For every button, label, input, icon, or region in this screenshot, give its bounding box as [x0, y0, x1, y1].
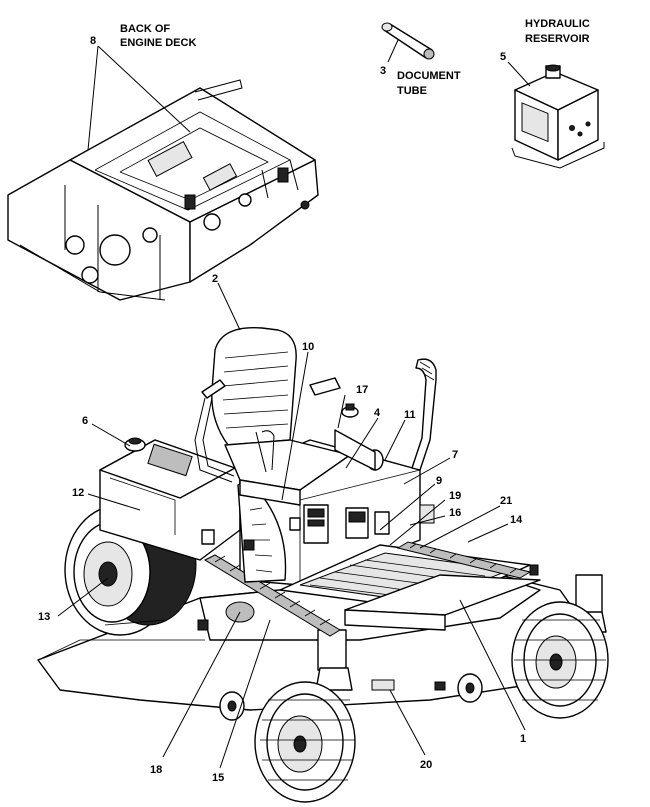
caption-hydraulic-reservoir-line1: HYDRAULIC [525, 18, 590, 30]
callout-11: 11 [404, 409, 416, 421]
callout-13: 13 [38, 611, 50, 623]
mower-drawing [37, 326, 609, 803]
callout-18: 18 [150, 764, 162, 776]
engine-deck-drawing [7, 79, 319, 301]
callout-20: 20 [420, 759, 432, 771]
callout-3: 3 [380, 65, 386, 77]
callout-16: 16 [449, 507, 461, 519]
callout-19: 19 [449, 490, 461, 502]
callout-9: 9 [436, 475, 442, 487]
callout-21: 21 [500, 495, 512, 507]
caption-hydraulic-reservoir-line2: RESERVOIR [525, 33, 590, 45]
caption-back-of-engine-deck-line1: BACK OF [120, 23, 170, 35]
callout-8: 8 [90, 35, 96, 47]
callout-12: 12 [72, 487, 84, 499]
caption-document-tube-line2: TUBE [397, 85, 427, 97]
callout-6: 6 [82, 415, 88, 427]
front-caster-left [254, 629, 356, 803]
callout-5: 5 [500, 51, 506, 63]
front-caster-right [511, 574, 609, 719]
callout-4: 4 [374, 407, 381, 419]
leader-lines [57, 39, 531, 769]
callout-1: 1 [520, 733, 526, 745]
callout-10: 10 [302, 341, 314, 353]
caption-document-tube-line1: DOCUMENT [397, 70, 461, 82]
document-tube-drawing [381, 22, 435, 60]
callout-2: 2 [212, 273, 218, 285]
hydraulic-reservoir-drawing [511, 64, 605, 169]
callout-7: 7 [452, 449, 458, 461]
callout-14: 14 [510, 514, 523, 526]
callout-15: 15 [212, 772, 224, 784]
callout-17: 17 [356, 384, 368, 396]
caption-back-of-engine-deck-line2: ENGINE DECK [120, 37, 196, 49]
